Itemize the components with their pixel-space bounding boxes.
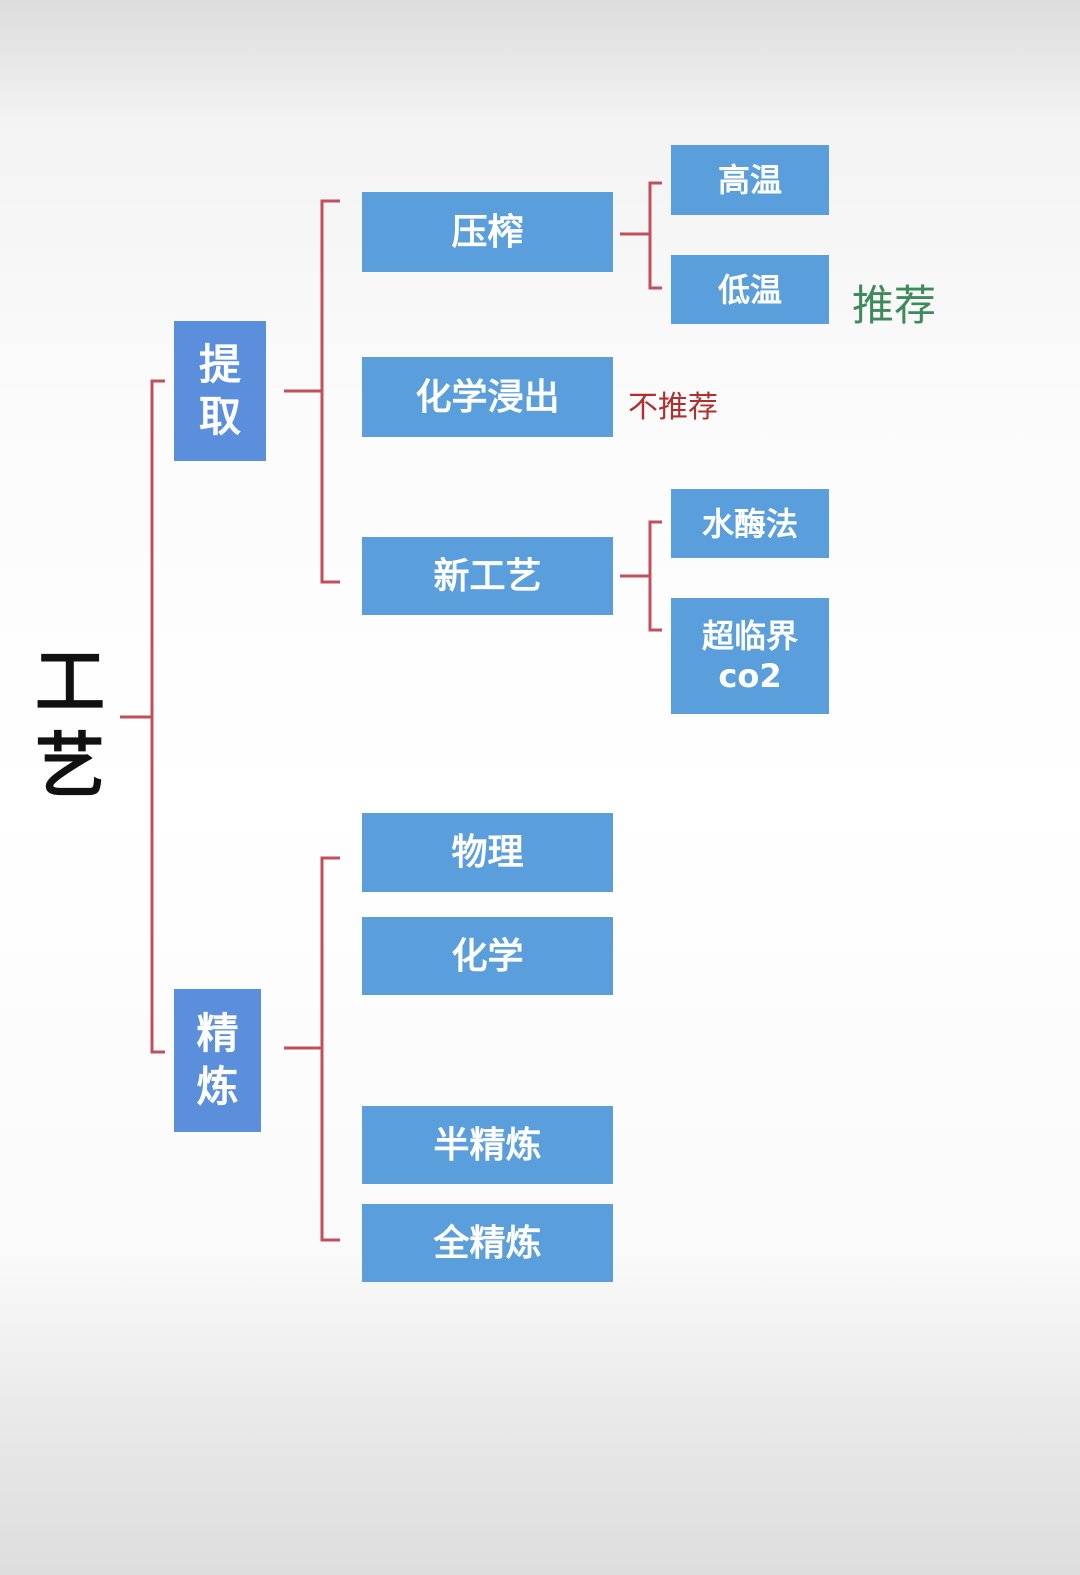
node-semi-refined: 半精炼 bbox=[362, 1106, 613, 1184]
node-low-temp: 低温 bbox=[671, 255, 829, 324]
node-chemical: 化学 bbox=[362, 917, 613, 995]
node-extract: 提取 bbox=[174, 321, 266, 461]
node-physical: 物理 bbox=[362, 813, 613, 892]
node-high-temp: 高温 bbox=[671, 145, 829, 215]
node-press: 压榨 bbox=[362, 192, 613, 272]
refine-bracket bbox=[284, 856, 340, 1242]
node-fully-refined: 全精炼 bbox=[362, 1204, 613, 1282]
node-supercritical-co2: 超临界co2 bbox=[671, 598, 829, 714]
root-bracket bbox=[120, 379, 165, 1054]
not-recommend-note: 不推荐 bbox=[628, 390, 718, 425]
root-title: 工艺 bbox=[35, 641, 105, 807]
node-chemical-leaching: 化学浸出 bbox=[362, 357, 613, 437]
extract-bracket bbox=[284, 199, 340, 584]
node-water-enzyme: 水酶法 bbox=[671, 489, 829, 558]
new-bracket bbox=[620, 520, 662, 632]
recommend-note: 推荐 bbox=[852, 281, 937, 330]
node-refine: 精炼 bbox=[174, 989, 261, 1132]
node-new-process: 新工艺 bbox=[362, 537, 613, 615]
press-bracket bbox=[620, 181, 662, 290]
